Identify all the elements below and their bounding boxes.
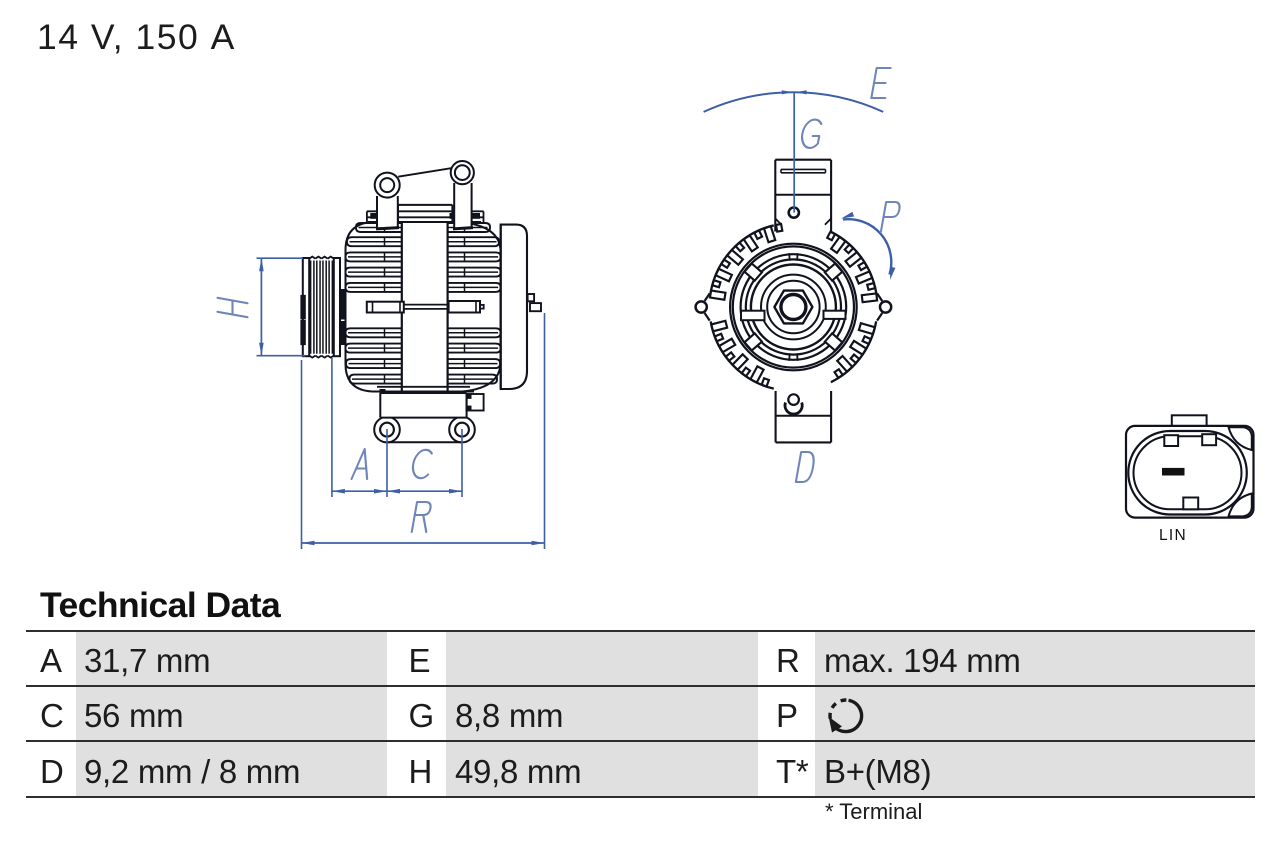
svg-text:LIN: LIN — [1159, 527, 1187, 544]
